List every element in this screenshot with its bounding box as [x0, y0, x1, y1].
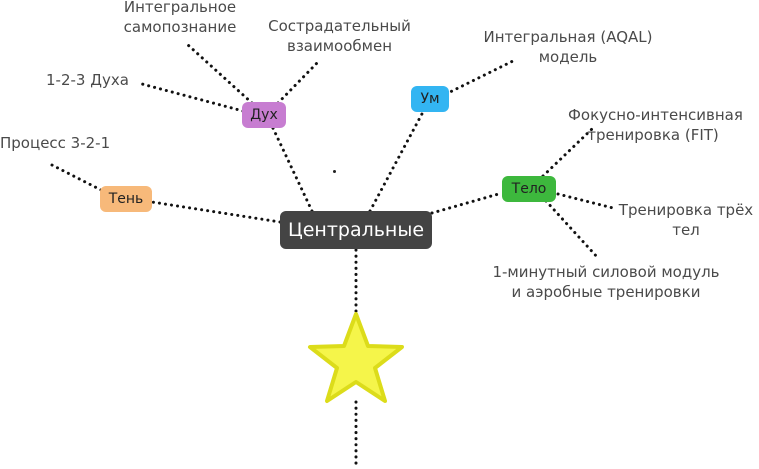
- leaf-label-line: Процесс 3-2-1: [0, 134, 111, 152]
- leaf-label-line: Интегральная (AQAL): [483, 28, 653, 46]
- leaf-three-bodies[interactable]: Тренировка трёх тел: [616, 200, 756, 240]
- leaf-label-line: Сострадательный: [268, 17, 411, 35]
- leaf-label-line: тел: [672, 221, 700, 239]
- connector-central-um: [368, 110, 425, 213]
- branch-ten[interactable]: Тень: [100, 186, 152, 212]
- connector-telo-one-minute: [544, 199, 600, 260]
- leaf-label-line: 1-2-3 Духа: [46, 71, 129, 89]
- leaf-process-321[interactable]: Процесс 3-2-1: [0, 133, 116, 153]
- connector-central-ten: [150, 200, 282, 224]
- leaf-label-line: Фокусно-интенсивная: [568, 106, 743, 124]
- stray-dot: [333, 170, 336, 173]
- leaf-aqal-model[interactable]: Интегральная (AQAL) модель: [478, 27, 658, 67]
- connector-telo-three-bodies: [556, 192, 615, 210]
- leaf-compassionate-exchange[interactable]: Сострадательный взаимообмен: [262, 16, 417, 56]
- leaf-fit-training[interactable]: Фокусно-интенсивная тренировка (FIT): [568, 105, 743, 145]
- branch-um[interactable]: Ум: [411, 86, 449, 112]
- connector-um-aqal: [444, 58, 517, 96]
- leaf-label-line: тренировка (FIT): [587, 126, 719, 144]
- leaf-123-spirit[interactable]: 1-2-3 Духа: [46, 70, 136, 90]
- connector-ten-321: [46, 161, 103, 192]
- connector-central-dukh: [270, 124, 314, 213]
- connector-dukh-123: [140, 82, 245, 113]
- connector-dukh-integral-self: [186, 43, 254, 105]
- central-node[interactable]: Центральные: [280, 211, 432, 249]
- connector-central-telo: [430, 191, 504, 215]
- branch-telo[interactable]: Тело: [502, 176, 556, 202]
- connector-telo-fit: [541, 126, 595, 178]
- connector-dukh-compassion: [276, 60, 320, 105]
- leaf-integral-self-knowledge[interactable]: Интегральное самопознание: [110, 0, 250, 37]
- leaf-label-line: самопознание: [123, 18, 237, 36]
- leaf-label-line: и аэробные тренировки: [511, 283, 701, 301]
- leaf-label-line: модель: [538, 48, 598, 66]
- leaf-label-line: Тренировка трёх: [618, 201, 754, 219]
- branch-dukh[interactable]: Дух: [242, 102, 286, 128]
- leaf-one-minute-module[interactable]: 1-минутный силовой модуль и аэробные трен…: [486, 262, 726, 302]
- leaf-label-line: Интегральное: [123, 0, 237, 16]
- leaf-label-line: 1-минутный силовой модуль: [492, 263, 720, 281]
- star-icon: [308, 312, 404, 403]
- leaf-label-line: взаимообмен: [286, 37, 393, 55]
